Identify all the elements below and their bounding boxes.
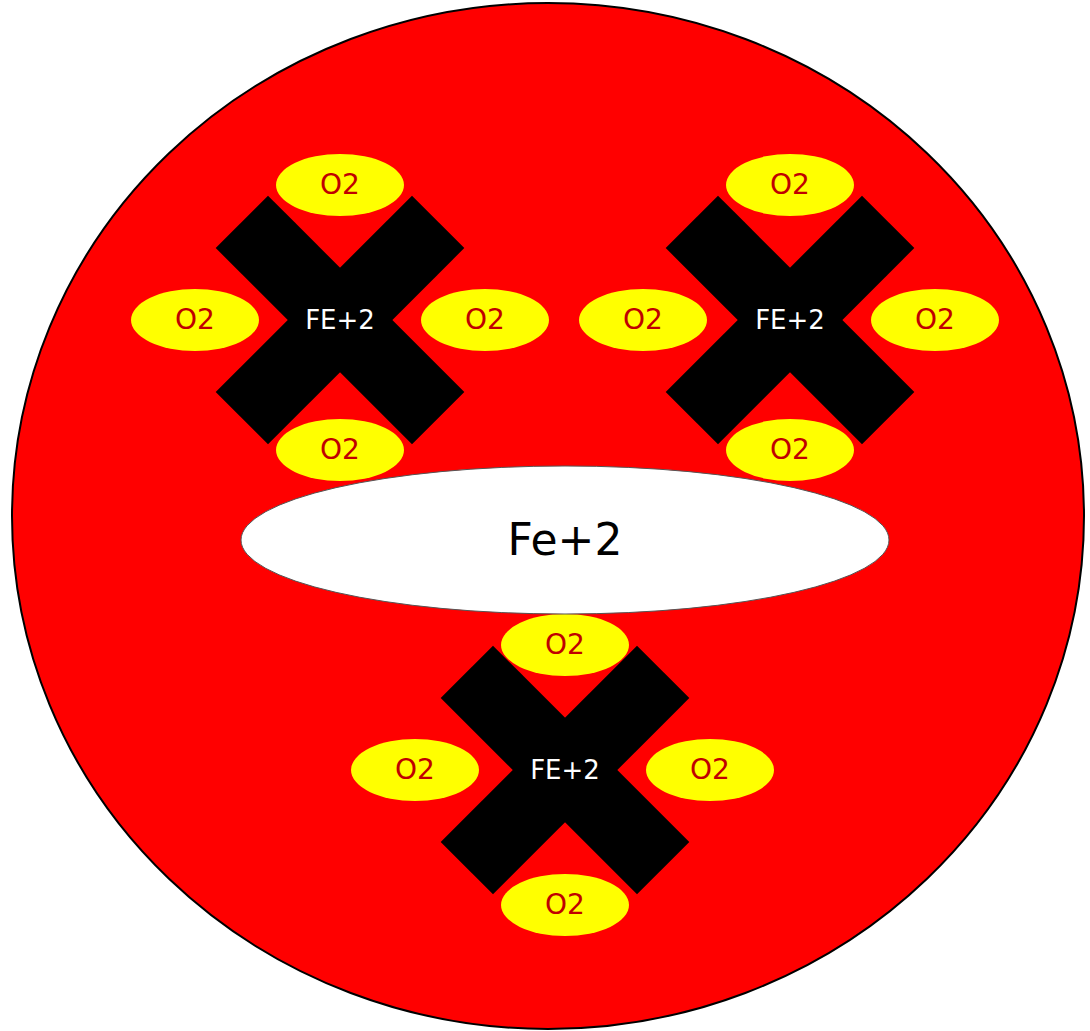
node-label: FE+2 <box>530 756 600 785</box>
o2-ellipse-shape <box>726 154 854 216</box>
o2-ellipse-shape <box>646 739 774 801</box>
o2-ellipse-shape <box>421 289 549 351</box>
o2-ellipse-shape <box>726 419 854 481</box>
o2-ellipse-shape <box>501 614 629 676</box>
red-circle <box>12 3 1084 1029</box>
oxygen-ellipse: O2 <box>725 153 855 217</box>
node-label: FE+2 <box>755 306 825 335</box>
node-label: O2 <box>395 755 435 786</box>
oxygen-ellipse: O2 <box>645 738 775 802</box>
fe-ellipse-shape <box>241 466 889 614</box>
cross-arm <box>718 248 862 392</box>
node-label: O2 <box>545 630 585 661</box>
o2-ellipse-shape <box>501 874 629 936</box>
o2-ellipse-shape <box>276 154 404 216</box>
node-label: FE+2 <box>305 306 375 335</box>
cross-arm <box>718 248 862 392</box>
oxygen-ellipse: O2 <box>130 288 260 352</box>
node-label: O2 <box>623 305 663 336</box>
oxygen-ellipse: O2 <box>500 873 630 937</box>
cross-arm <box>493 698 637 842</box>
node-label: O2 <box>690 755 730 786</box>
oxygen-ellipse: O2 <box>500 613 630 677</box>
oxygen-ellipse: O2 <box>350 738 480 802</box>
cross-arm <box>268 248 412 392</box>
o2-ellipse-shape <box>579 289 707 351</box>
node-label: O2 <box>770 170 810 201</box>
oxygen-ellipse: O2 <box>870 288 1000 352</box>
node-label: O2 <box>770 435 810 466</box>
iron-cross: FE+2 <box>692 222 888 418</box>
node-label: O2 <box>465 305 505 336</box>
node-label: O2 <box>175 305 215 336</box>
iron-ellipse: Fe+2 <box>240 465 890 615</box>
oxygen-ellipse: O2 <box>275 418 405 482</box>
o2-ellipse-shape <box>351 739 479 801</box>
o2-ellipse-shape <box>871 289 999 351</box>
oxygen-ellipse: O2 <box>578 288 708 352</box>
o2-ellipse-shape <box>276 419 404 481</box>
iron-cross: FE+2 <box>467 672 663 868</box>
oxygen-ellipse: O2 <box>420 288 550 352</box>
iron-cross: FE+2 <box>242 222 438 418</box>
node-label: O2 <box>915 305 955 336</box>
node-label: O2 <box>320 170 360 201</box>
oxygen-ellipse: O2 <box>725 418 855 482</box>
node-label: O2 <box>320 435 360 466</box>
cross-arm <box>493 698 637 842</box>
cross-arm <box>268 248 412 392</box>
oxygen-ellipse: O2 <box>275 153 405 217</box>
node-label: Fe+2 <box>508 516 623 564</box>
o2-ellipse-shape <box>131 289 259 351</box>
node-label: O2 <box>545 890 585 921</box>
